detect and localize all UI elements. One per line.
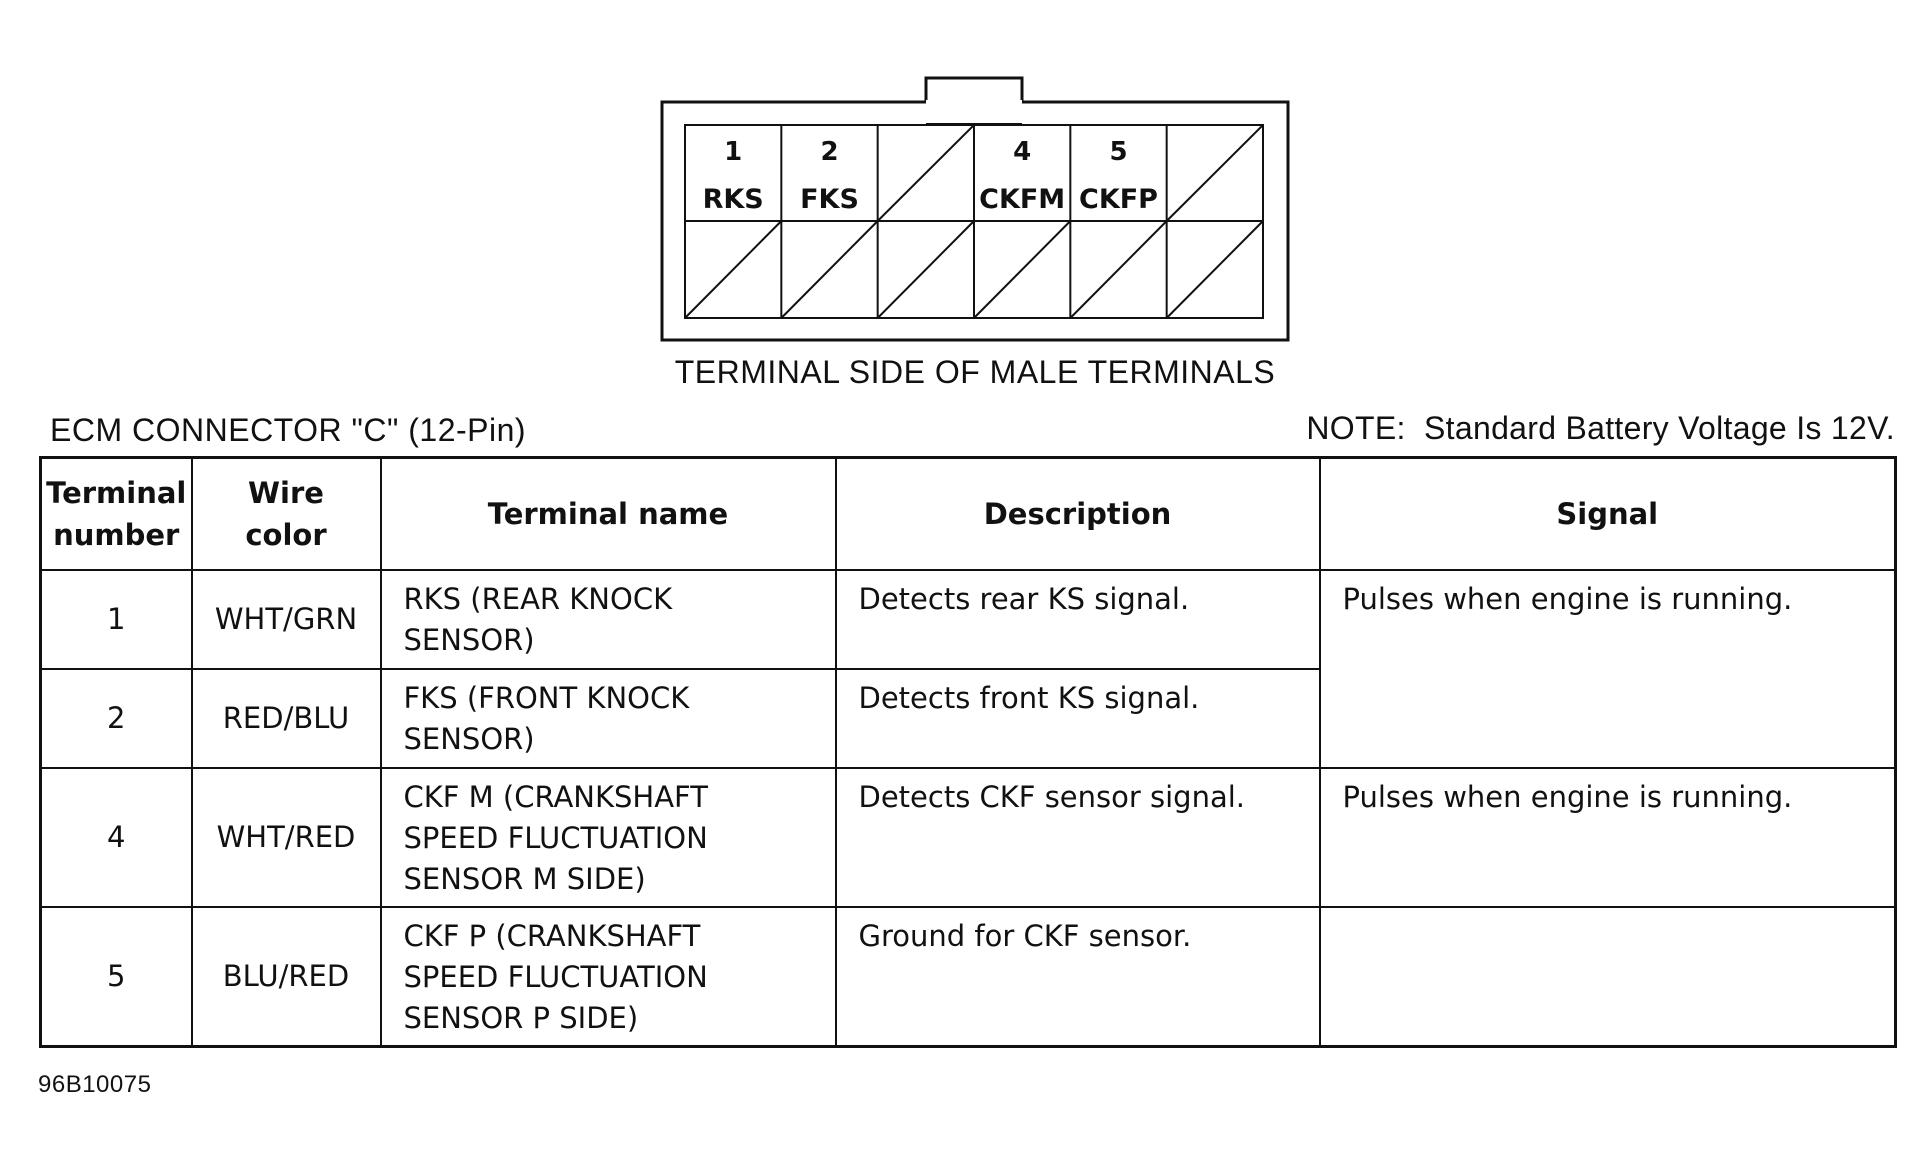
empty-slot-mark bbox=[876, 220, 975, 319]
terminal-table: Terminal number Wire color Terminal name… bbox=[39, 456, 1897, 1048]
terminal-number-label: 2 bbox=[820, 137, 838, 167]
terminal-name-line: SENSOR P SIDE) bbox=[403, 1001, 639, 1035]
description-cell: Ground for CKF sensor. bbox=[834, 906, 1321, 1048]
header-terminal-number-line1: Terminal bbox=[46, 476, 187, 510]
wire-color-cell: BLU/RED bbox=[190, 906, 382, 1048]
description-cell: Detects front KS signal. bbox=[834, 668, 1321, 769]
header-wire-color: Wire color bbox=[190, 456, 382, 571]
header-wire-color-line1: Wire bbox=[248, 476, 324, 510]
empty-slot-mark bbox=[1069, 220, 1168, 319]
terminal-name-line: RKS (REAR KNOCK bbox=[403, 582, 673, 616]
terminal-code-label: CKFM bbox=[979, 184, 1065, 215]
voltage-note: NOTE: Standard Battery Voltage Is 12V. bbox=[1306, 410, 1895, 446]
header-description: Description bbox=[834, 456, 1321, 571]
terminal-name-line: SPEED FLUCTUATION bbox=[403, 821, 708, 855]
wire-color-cell: WHT/RED bbox=[190, 767, 382, 908]
header-terminal-number-line2: number bbox=[53, 518, 180, 552]
terminal-name-cell: CKF P (CRANKSHAFT SPEED FLUCTUATION SENS… bbox=[379, 906, 837, 1048]
figure-code: 96B10075 bbox=[38, 1071, 152, 1098]
connector-caption: TERMINAL SIDE OF MALE TERMINALS bbox=[674, 354, 1276, 390]
header-terminal-number: Terminal number bbox=[39, 456, 193, 571]
terminal-number-cell: 1 bbox=[39, 569, 193, 670]
terminal-name-line: SENSOR) bbox=[403, 722, 535, 756]
terminal-name-line: FKS (FRONT KNOCK bbox=[403, 681, 690, 715]
header-wire-color-line2: color bbox=[245, 518, 327, 552]
empty-slot-mark bbox=[780, 220, 879, 319]
terminal-code-label: FKS bbox=[800, 184, 859, 215]
terminal-number-label: 1 bbox=[724, 137, 742, 167]
empty-slot-mark bbox=[876, 124, 975, 222]
description-cell: Detects CKF sensor signal. bbox=[834, 767, 1321, 908]
wire-color-cell: RED/BLU bbox=[190, 668, 382, 769]
description-cell: Detects rear KS signal. bbox=[834, 569, 1321, 670]
table-row: 5 BLU/RED CKF P (CRANKSHAFT SPEED FLUCTU… bbox=[39, 906, 1897, 1048]
header-signal: Signal bbox=[1318, 456, 1897, 571]
empty-slot-marks bbox=[684, 124, 1264, 319]
terminal-name-line: SENSOR M SIDE) bbox=[403, 862, 646, 896]
table-row: 1 WHT/GRN RKS (REAR KNOCK SENSOR) Detect… bbox=[39, 569, 1897, 769]
header-terminal-name: Terminal name bbox=[379, 456, 837, 571]
terminal-name-line: CKF M (CRANKSHAFT bbox=[403, 780, 708, 814]
terminal-number-label: 4 bbox=[1013, 137, 1031, 167]
terminal-name-line: SENSOR) bbox=[403, 623, 535, 657]
signal-cell: Pulses when engine is running. bbox=[1318, 569, 1897, 769]
wire-color-cell: WHT/GRN bbox=[190, 569, 382, 670]
terminal-name-cell: FKS (FRONT KNOCK SENSOR) bbox=[379, 668, 837, 769]
empty-slot-mark bbox=[973, 220, 1072, 319]
terminal-code-label: CKFP bbox=[1079, 184, 1158, 215]
header-row: Terminal number Wire color Terminal name… bbox=[39, 456, 1897, 571]
signal-cell bbox=[1318, 906, 1897, 1048]
terminal-number-cell: 4 bbox=[39, 767, 193, 908]
terminal-name-cell: RKS (REAR KNOCK SENSOR) bbox=[379, 569, 837, 670]
signal-cell: Pulses when engine is running. bbox=[1318, 767, 1897, 908]
terminal-name-line: SPEED FLUCTUATION bbox=[403, 960, 708, 994]
terminal-name-line: CKF P (CRANKSHAFT bbox=[403, 919, 701, 953]
empty-slot-mark bbox=[684, 220, 783, 319]
terminal-number-label: 5 bbox=[1109, 137, 1127, 167]
table-row: 4 WHT/RED CKF M (CRANKSHAFT SPEED FLUCTU… bbox=[39, 767, 1897, 908]
empty-slot-mark bbox=[1165, 220, 1264, 319]
terminal-code-label: RKS bbox=[703, 184, 764, 215]
empty-slot-mark bbox=[1165, 124, 1264, 222]
terminal-number-cell: 2 bbox=[39, 668, 193, 769]
terminal-number-cell: 5 bbox=[39, 906, 193, 1048]
table-row: 2 RED/BLU FKS (FRONT KNOCK SENSOR) Detec… bbox=[39, 668, 1896, 769]
terminal-name-cell: CKF M (CRANKSHAFT SPEED FLUCTUATION SENS… bbox=[379, 767, 837, 908]
connector-title: ECM CONNECTOR "C" (12-Pin) bbox=[50, 412, 527, 448]
